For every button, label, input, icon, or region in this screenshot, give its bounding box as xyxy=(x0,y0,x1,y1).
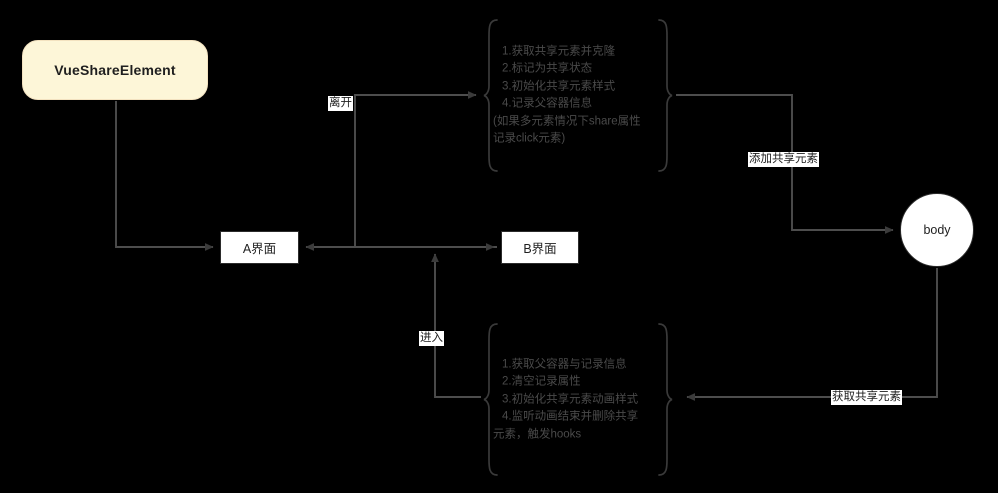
enter-step-3: 3.初始化共享元素动画样式 xyxy=(502,392,639,405)
enter-step-5: 元素，触发hooks xyxy=(493,427,582,440)
edge-get-share-element-to-enter-block xyxy=(686,268,938,401)
enter-steps-text: 1.获取父容器与记录信息 2.清空记录属性 3.初始化共享元素动画样式 4.监听… xyxy=(493,356,663,444)
leave-step-note-2: 记录click元素) xyxy=(493,132,566,145)
edge-label-enter: 进入 xyxy=(419,331,444,346)
enter-steps-block: 1.获取父容器与记录信息 2.清空记录属性 3.初始化共享元素动画样式 4.监听… xyxy=(483,322,673,477)
edge-label-leave: 离开 xyxy=(328,96,353,111)
enter-step-4: 4.监听动画结束并删除共享 xyxy=(502,410,639,423)
leave-steps-block: 1.获取共享元素并克隆 2.标记为共享状态 3.初始化共享元素样式 4.记录父容… xyxy=(483,18,673,173)
edge-enter-to-ab-line xyxy=(431,253,481,398)
node-body[interactable]: body xyxy=(900,193,974,267)
node-screen-a[interactable]: A界面 xyxy=(220,231,299,264)
leave-step-3: 3.初始化共享元素样式 xyxy=(502,80,616,92)
edge-label-add-share-element: 添加共享元素 xyxy=(748,152,819,167)
leave-step-1: 1.获取共享元素并克隆 xyxy=(502,45,616,57)
node-screen-b[interactable]: B界面 xyxy=(501,231,579,264)
brace-left-right-icon xyxy=(483,19,673,172)
enter-step-1: 1.获取父容器与记录信息 xyxy=(502,357,627,370)
leave-step-2: 2.标记为共享状态 xyxy=(502,62,593,75)
edge-label-get-share-element: 获取共享元素 xyxy=(831,390,902,405)
leave-steps-text: 1.获取共享元素并克隆 2.标记为共享状态 3.初始化共享元素样式 4.记录父容… xyxy=(493,43,663,148)
node-vueshareelement[interactable]: VueShareElement xyxy=(22,40,208,100)
edge-vueshareelement-to-a xyxy=(115,101,214,251)
edge-leave-to-leave-block xyxy=(354,91,477,247)
brace-left-right-icon xyxy=(483,323,673,476)
leave-step-note-1: (如果多元素情况下share属性 xyxy=(493,115,641,127)
enter-step-2: 2.清空记录属性 xyxy=(502,375,581,388)
leave-step-4: 4.记录父容器信息 xyxy=(502,97,593,110)
